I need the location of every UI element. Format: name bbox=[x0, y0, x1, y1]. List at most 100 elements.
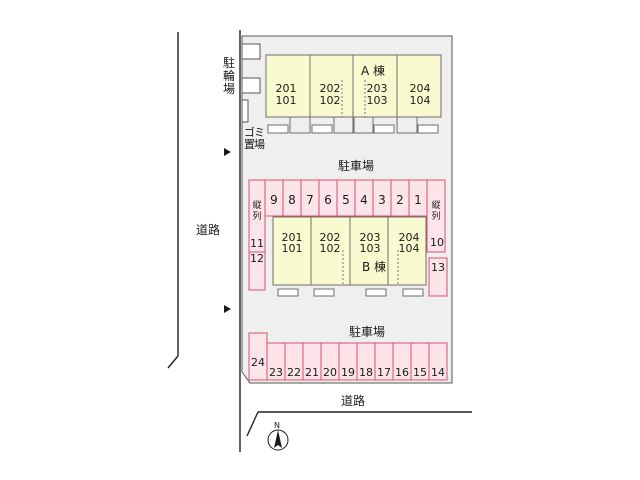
label-char: 場 bbox=[254, 138, 265, 151]
space-number: 8 bbox=[288, 193, 296, 207]
space-number: 19 bbox=[341, 366, 355, 379]
garbage-area-label: ゴ ミ 置 場 bbox=[244, 125, 265, 151]
unit-labels: 201 101 202 102 203 103 204 104 bbox=[276, 82, 431, 107]
north-compass: N bbox=[267, 421, 289, 451]
unit-number: 202 bbox=[320, 231, 341, 244]
entrance-step bbox=[402, 288, 424, 297]
parking-space bbox=[428, 257, 448, 297]
unit-number: 103 bbox=[360, 242, 381, 255]
entry-arrow-icon bbox=[224, 148, 231, 156]
stair-notch bbox=[333, 116, 354, 134]
stair-notch bbox=[396, 116, 418, 134]
entrance-step bbox=[365, 288, 387, 297]
unit-labels: 201 101 202 102 203 103 204 104 bbox=[282, 231, 420, 255]
space-number: 11 bbox=[250, 237, 264, 250]
entrance-step bbox=[313, 288, 335, 297]
entrance-step bbox=[311, 124, 333, 134]
unit-number: 204 bbox=[410, 82, 431, 95]
unit-number: 104 bbox=[399, 242, 420, 255]
entrance-step bbox=[277, 288, 299, 297]
space-number: 24 bbox=[251, 356, 265, 369]
bicycle-parking-label: 駐 輪 場 bbox=[223, 55, 235, 96]
unit-number: 101 bbox=[276, 94, 297, 107]
space-number: 21 bbox=[305, 366, 319, 379]
parking-spaces bbox=[248, 179, 448, 381]
parking-space-tall bbox=[426, 179, 446, 253]
bicycle-rack bbox=[241, 77, 261, 94]
entry-arrow-icon bbox=[224, 305, 231, 313]
space-number: 16 bbox=[395, 366, 409, 379]
space-number: 5 bbox=[342, 193, 350, 207]
entrance-step bbox=[417, 124, 439, 134]
space-number: 2 bbox=[396, 193, 404, 207]
unit-number: 202 bbox=[320, 82, 341, 95]
entrances bbox=[277, 288, 424, 297]
road-label-left: 道路 bbox=[196, 222, 220, 237]
label-char: ゴ bbox=[244, 125, 255, 139]
road-edge-bottom-bend bbox=[246, 411, 259, 437]
space-number: 18 bbox=[359, 366, 373, 379]
parking-right-column bbox=[426, 179, 448, 297]
unit-number: 201 bbox=[282, 231, 303, 244]
unit-number: 201 bbox=[276, 82, 297, 95]
entrance-step bbox=[267, 124, 289, 134]
unit-number: 102 bbox=[320, 94, 341, 107]
space-number: 20 bbox=[323, 366, 337, 379]
space-number: 6 bbox=[324, 193, 332, 207]
parking-top-row bbox=[264, 179, 428, 217]
parking-space bbox=[248, 251, 266, 291]
parking-bottom-row bbox=[266, 342, 448, 381]
entrances bbox=[267, 124, 439, 134]
road-label-bottom: 道路 bbox=[341, 393, 365, 408]
unit-number: 204 bbox=[399, 231, 420, 244]
space-number: 23 bbox=[269, 366, 283, 379]
space-number: 22 bbox=[287, 366, 301, 379]
stair-notches bbox=[289, 116, 418, 134]
parking-numbers: 9 8 7 6 5 4 3 2 1 縦 列 11 12 縦 列 10 13 24… bbox=[250, 193, 445, 379]
space-number: 10 bbox=[430, 236, 444, 249]
roads bbox=[167, 30, 472, 452]
label-char: 輪 bbox=[223, 68, 235, 83]
north-arrow-icon bbox=[274, 430, 282, 448]
space-number: 12 bbox=[250, 252, 264, 265]
parking-space bbox=[428, 342, 448, 381]
entry-arrows bbox=[224, 148, 231, 313]
unit-number: 104 bbox=[410, 94, 431, 107]
unit-number: 203 bbox=[367, 82, 388, 95]
entrance-step bbox=[373, 124, 395, 134]
building-name: A 棟 bbox=[361, 63, 385, 78]
vertical-mark: 縦 bbox=[252, 199, 261, 211]
label-char: ミ bbox=[254, 126, 265, 139]
building-a: A 棟 201 101 202 102 203 103 204 104 bbox=[265, 54, 442, 134]
vertical-mark: 列 bbox=[252, 210, 261, 222]
space-number: 9 bbox=[270, 193, 278, 207]
north-label: N bbox=[274, 421, 280, 430]
building-name: B 棟 bbox=[362, 259, 386, 274]
unit-number: 102 bbox=[320, 242, 341, 255]
vertical-mark: 縦 bbox=[431, 199, 440, 211]
stair-notch bbox=[289, 116, 311, 134]
unit-number: 203 bbox=[360, 231, 381, 244]
label-char: 駐 bbox=[223, 55, 235, 70]
space-number: 7 bbox=[306, 193, 314, 207]
parking-label-top: 駐車場 bbox=[338, 158, 374, 173]
unit-number: 101 bbox=[282, 242, 303, 255]
space-number: 4 bbox=[360, 193, 368, 207]
space-number: 1 bbox=[414, 193, 422, 207]
unit-dividers bbox=[310, 217, 389, 285]
bicycle-parking bbox=[241, 43, 261, 123]
building-b: 201 101 202 102 203 103 204 104 B 棟 bbox=[272, 216, 427, 297]
label-char: 場 bbox=[223, 82, 235, 96]
vertical-mark: 列 bbox=[431, 210, 440, 222]
stair-notch bbox=[353, 116, 374, 134]
bicycle-rack bbox=[241, 43, 261, 60]
road-edge-far-left-bend bbox=[167, 355, 179, 369]
unit-dividers bbox=[309, 55, 398, 117]
space-number: 15 bbox=[413, 366, 427, 379]
space-number: 13 bbox=[431, 261, 445, 274]
space-number: 14 bbox=[431, 366, 445, 379]
space-number: 17 bbox=[377, 366, 391, 379]
garbage-box bbox=[241, 99, 249, 123]
